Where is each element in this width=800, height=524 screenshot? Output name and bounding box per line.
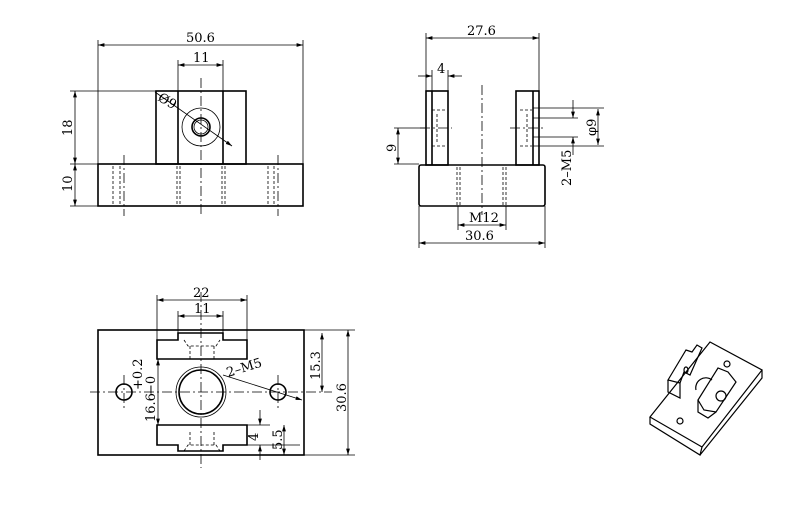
dim-center-thread: M12 (469, 211, 499, 226)
dim-slot-outer: 22 (193, 286, 210, 301)
dim-slot-inner: 11 (194, 302, 211, 317)
dim-boss-width: 11 (193, 51, 210, 66)
dim-base-height: 10 (61, 175, 76, 192)
dim-overall: 27.6 (467, 24, 496, 39)
dim-tol-upper: +0.2 (131, 358, 146, 390)
dim-ear-thickness: 4 (437, 62, 445, 77)
dim-tol-lower: −0 (144, 376, 159, 395)
isometric-view (649, 341, 763, 456)
dim-half-height: 15.3 (309, 351, 324, 380)
dim-hole-dia: Ø9 (155, 90, 179, 112)
dim-slot-gap: 16.6 (144, 393, 159, 422)
dim-height: 30.6 (335, 383, 350, 412)
dim-boss-height: 18 (61, 119, 76, 136)
side-view: 27.6 4 9 φ9 2–M5 M12 30.6 (385, 24, 604, 248)
dim-counterbore: φ9 (585, 119, 600, 136)
dim-width: 50.6 (186, 31, 215, 46)
dim-slot-offset: 5.5 (271, 429, 286, 450)
dim-slot-depth: 4 (247, 433, 262, 441)
dim-thread: 2–M5 (560, 150, 575, 186)
dim-hole-height: 9 (385, 144, 400, 152)
top-view: 22 11 15.3 30.6 16.6 +0.2 −0 2–M5 4 5.5 (90, 286, 355, 468)
dim-base-width: 30.6 (465, 229, 494, 244)
front-view: 50.6 11 18 10 Ø9 (61, 31, 304, 216)
